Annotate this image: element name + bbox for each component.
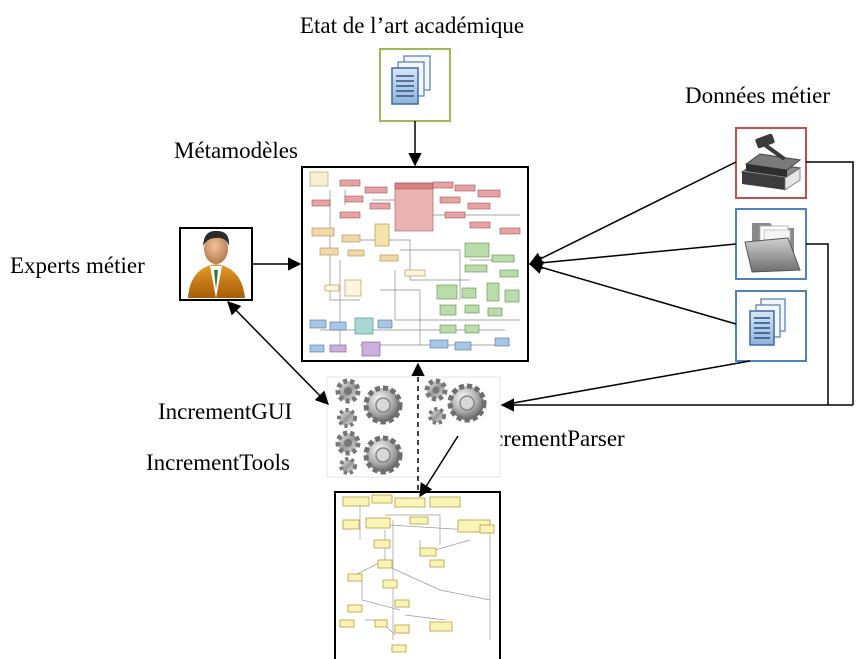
arrow-parser-to-model: [419, 435, 459, 498]
documents-icon: [391, 55, 431, 105]
donnees-metier-label: Données métier: [685, 83, 830, 108]
increment-tools-label: IncrementTools: [146, 450, 290, 475]
etat-art-label: Etat de l’art académique: [300, 13, 524, 38]
gears-icon-gui: [335, 378, 403, 428]
arrow-folder-to-metamodel: [528, 243, 737, 270]
metamodel-box: [301, 166, 529, 362]
experts-metier-label: Experts métier: [10, 253, 145, 278]
expert-box: [179, 227, 253, 301]
gears-icon-tools: [335, 430, 403, 475]
arrow-docs-to-metamodel: [528, 260, 737, 325]
etat-art-box: [379, 48, 451, 122]
donnees-docs-box: [735, 290, 807, 362]
businessman-icon: [188, 230, 245, 298]
arrow-expert-tools-bidirectional: [227, 301, 329, 405]
folder-icon: [744, 223, 801, 273]
law-book-gavel-icon: [740, 133, 802, 191]
donnees-book-box: [735, 127, 807, 199]
connectors: [227, 121, 854, 498]
object-diagram-thumbnail: [339, 494, 495, 653]
line-docs-to-parser: [501, 360, 751, 406]
gears-icon-parser: [424, 378, 487, 425]
metamodeles-label: Métamodèles: [174, 138, 298, 163]
line-folder-to-parser: [806, 243, 829, 405]
line-book-to-parser: [806, 161, 854, 405]
increment-gui-label: IncrementGUI: [158, 399, 292, 424]
arrow-book-to-metamodel: [528, 161, 737, 265]
documents-icon: [749, 298, 786, 346]
tools-gears-group: [326, 376, 501, 478]
model-box: [334, 491, 501, 659]
donnees-folder-box: [735, 208, 807, 280]
